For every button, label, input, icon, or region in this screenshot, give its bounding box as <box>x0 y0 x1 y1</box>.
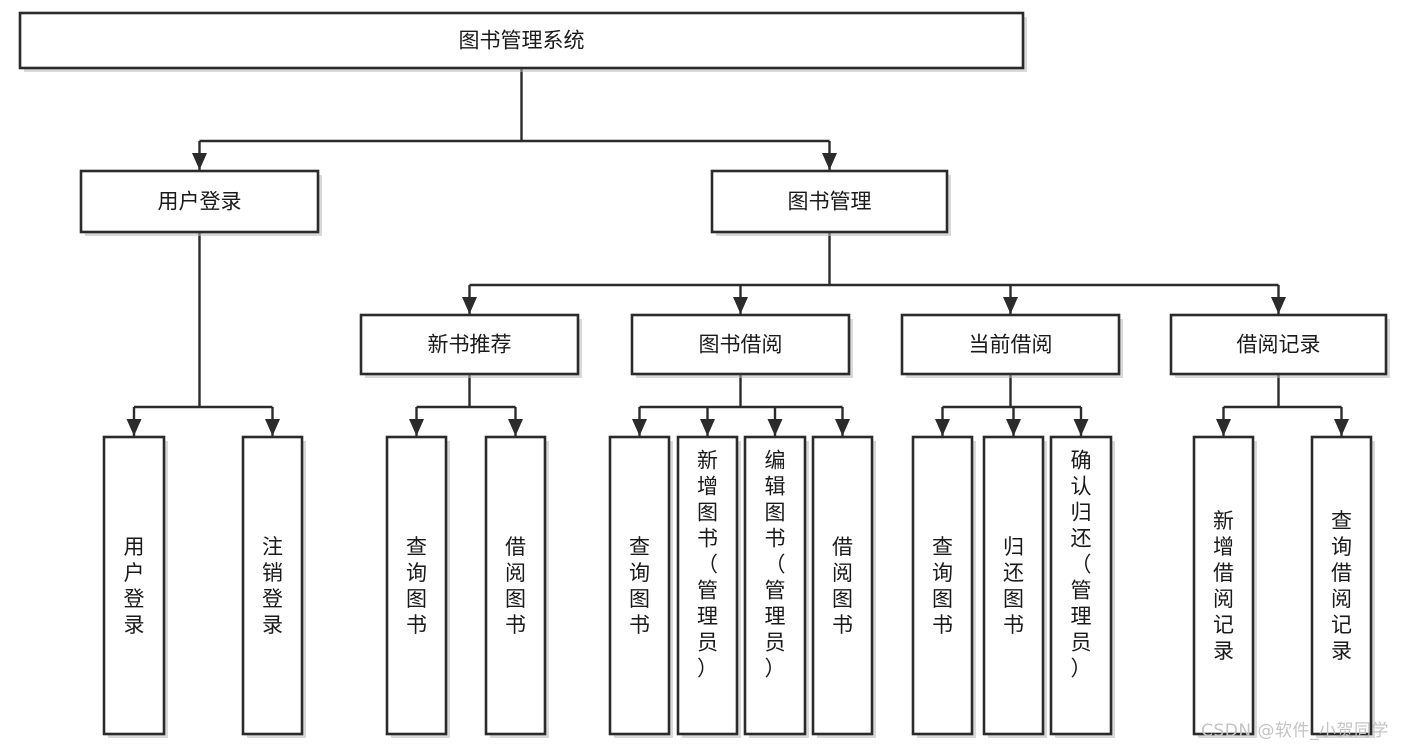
nodes-layer: 图书管理系统用户登录图书管理新书推荐图书借阅当前借阅借阅记录用户登录注销登录查询… <box>18 11 1390 738</box>
node-leaf-borrow-book-1[interactable]: 借阅图书 <box>484 435 549 738</box>
edge-arrow-head <box>700 419 715 436</box>
edge-arrow-head <box>935 419 950 436</box>
node-box[interactable] <box>1049 435 1113 736</box>
edge-group <box>1216 374 1349 436</box>
node-box[interactable] <box>18 11 1025 70</box>
node-box[interactable] <box>385 435 448 736</box>
node-leaf-add-record[interactable]: 新增借阅记录 <box>1192 435 1257 738</box>
node-label: 查询图书 <box>932 535 953 637</box>
edge-arrow-head <box>835 419 850 436</box>
node-user-login[interactable]: 用户登录 <box>79 169 322 236</box>
node-box[interactable] <box>982 435 1045 736</box>
node-label: 注销登录 <box>262 535 283 637</box>
edges-layer <box>126 68 1349 436</box>
edge-arrow-head <box>767 419 783 436</box>
node-leaf-query-book-3[interactable]: 查询图书 <box>911 435 976 738</box>
node-box[interactable] <box>608 435 671 736</box>
node-leaf-query-record[interactable]: 查询借阅记录 <box>1310 435 1375 738</box>
node-label: 新书推荐 <box>428 333 512 357</box>
node-label: 用户登录 <box>124 535 145 637</box>
edge-group <box>935 374 1089 436</box>
node-leaf-query-book-1[interactable]: 查询图书 <box>385 435 450 738</box>
edge-arrow-head <box>1003 297 1018 314</box>
node-leaf-logout[interactable]: 注销登录 <box>241 435 306 738</box>
edge-arrow-head <box>192 153 207 170</box>
node-label: 借阅图书 <box>505 535 526 637</box>
node-box[interactable] <box>79 169 320 234</box>
node-label: 新增图书（管理员） <box>697 448 718 680</box>
edge-arrow-head <box>632 419 647 436</box>
edge-group <box>462 232 1286 314</box>
node-label: 查询图书 <box>406 535 427 637</box>
node-label: 查询图书 <box>629 535 650 637</box>
node-label: 确认归还（管理员） <box>1071 448 1092 680</box>
edge-arrow-head <box>1334 419 1349 436</box>
node-new-book-recommend[interactable]: 新书推荐 <box>359 313 582 378</box>
node-box[interactable] <box>900 313 1121 376</box>
node-box[interactable] <box>359 313 580 376</box>
node-current-borrow[interactable]: 当前借阅 <box>900 313 1123 378</box>
node-root[interactable]: 图书管理系统 <box>18 11 1027 72</box>
node-label: 查询借阅记录 <box>1331 509 1352 663</box>
edge-arrow-head <box>1073 419 1089 436</box>
node-borrow-record[interactable]: 借阅记录 <box>1169 313 1390 378</box>
node-leaf-user-login[interactable]: 用户登录 <box>102 435 168 738</box>
node-label: 新增借阅记录 <box>1213 509 1234 663</box>
edge-group <box>409 374 523 436</box>
node-label: 归还图书 <box>1003 535 1024 637</box>
edge-arrow-head <box>1216 419 1231 436</box>
edge-arrow-head <box>462 297 477 314</box>
edge-arrow-head <box>1271 297 1286 314</box>
node-box[interactable] <box>1192 435 1255 736</box>
node-label: 用户登录 <box>158 190 242 214</box>
node-label: 借阅记录 <box>1237 333 1321 357</box>
edge-arrow-head <box>733 297 748 314</box>
node-label: 图书管理系统 <box>459 29 585 53</box>
node-label: 编辑图书（管理员） <box>765 448 786 680</box>
node-book-management[interactable]: 图书管理 <box>710 169 951 236</box>
edge-arrow-head <box>822 153 837 170</box>
watermark-text: CSDN @软件_小贺同学 <box>1201 721 1389 741</box>
edge-arrow-head <box>508 419 523 436</box>
node-box[interactable] <box>102 435 166 736</box>
node-leaf-borrow-book-2[interactable]: 借阅图书 <box>811 435 876 738</box>
edge-arrow-head <box>409 419 424 436</box>
node-leaf-query-book-2[interactable]: 查询图书 <box>608 435 673 738</box>
node-box[interactable] <box>484 435 547 736</box>
node-leaf-edit-book[interactable]: 编辑图书（管理员） <box>743 435 809 738</box>
node-box[interactable] <box>710 169 949 234</box>
edge-arrow-head <box>265 419 280 436</box>
node-box[interactable] <box>811 435 874 736</box>
edge-group <box>192 68 837 170</box>
edge-group <box>126 232 280 436</box>
node-book-borrow[interactable]: 图书借阅 <box>630 313 853 378</box>
node-box[interactable] <box>241 435 304 736</box>
node-box[interactable] <box>676 435 739 736</box>
node-leaf-confirm-return[interactable]: 确认归还（管理员） <box>1049 435 1115 738</box>
node-label: 图书管理 <box>788 190 872 214</box>
edge-group <box>632 374 850 436</box>
node-label: 借阅图书 <box>832 535 853 637</box>
node-box[interactable] <box>1310 435 1373 736</box>
node-label: 图书借阅 <box>699 333 783 357</box>
node-box[interactable] <box>1169 313 1388 376</box>
edge-arrow-head <box>126 419 142 436</box>
edge-arrow-head <box>1006 419 1021 436</box>
node-leaf-return-book[interactable]: 归还图书 <box>982 435 1047 738</box>
node-box[interactable] <box>630 313 851 376</box>
node-box[interactable] <box>911 435 974 736</box>
node-label: 当前借阅 <box>969 333 1053 357</box>
node-leaf-add-book[interactable]: 新增图书（管理员） <box>676 435 741 738</box>
node-box[interactable] <box>743 435 807 736</box>
